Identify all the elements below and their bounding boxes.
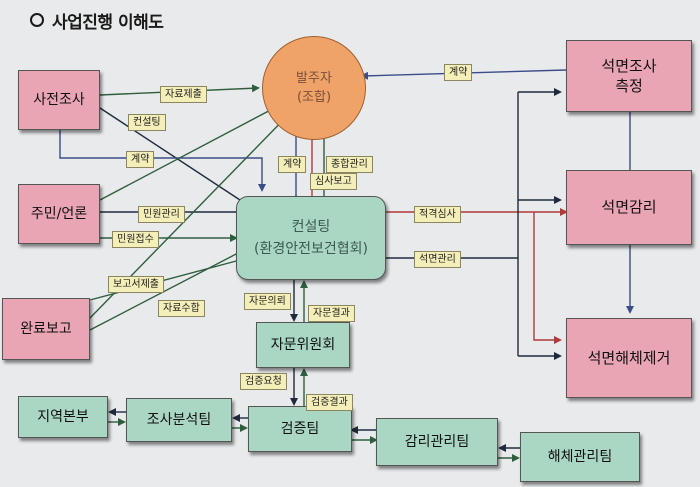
- circle-bullet-icon: [30, 13, 44, 27]
- label-consulting: 컨설팅: [128, 114, 166, 131]
- page-title-text: 사업진행 이해도: [52, 13, 164, 33]
- advisory-committee-node[interactable]: 자문위원회: [256, 322, 350, 368]
- label-civil-receipt: 민원접수: [112, 231, 159, 248]
- client-label: 발주자: [296, 70, 332, 86]
- label-verify-request: 검증요청: [240, 373, 287, 390]
- label-review-report: 심사보고: [310, 173, 357, 190]
- label-asbestos-mgmt: 석면관리: [414, 251, 461, 268]
- label-advice-request: 자문의뢰: [244, 293, 291, 310]
- asbestos-supervision-node[interactable]: 석면감리: [566, 170, 692, 245]
- label-contract-mid: 계약: [278, 156, 307, 173]
- client-node[interactable]: 발주자 (조합): [262, 36, 366, 140]
- label-eligibility-review: 적격심사: [414, 206, 461, 223]
- supervision-mgmt-team-node[interactable]: 감리관리팀: [376, 418, 498, 466]
- label-data-submit: 자료제출: [160, 86, 207, 103]
- label-civil-mgmt: 민원관리: [138, 206, 185, 223]
- label-advice-result: 자문결과: [308, 305, 355, 322]
- analysis-team-node[interactable]: 조사분석팀: [126, 398, 232, 442]
- client-sublabel: (조합): [296, 90, 332, 105]
- consulting-sublabel: (환경안전보건협회): [254, 241, 368, 257]
- label-data-collect: 자료수합: [158, 300, 205, 317]
- completion-report-node[interactable]: 완료보고: [2, 298, 90, 360]
- asbestos-removal-node[interactable]: 석면해체제거: [566, 318, 692, 398]
- asbestos-survey-node[interactable]: 석면조사 측정: [566, 40, 692, 112]
- prior-survey-node[interactable]: 사전조사: [18, 70, 100, 130]
- label-report-submit: 보고서제출: [108, 276, 164, 293]
- demolition-mgmt-team-node[interactable]: 해체관리팀: [520, 432, 640, 482]
- consulting-node[interactable]: 컨설팅 (환경안전보건협회): [236, 196, 386, 280]
- regional-office-node[interactable]: 지역본부: [18, 396, 108, 438]
- consulting-label: 컨설팅: [291, 218, 331, 235]
- verification-team-node[interactable]: 검증팀: [248, 406, 352, 452]
- label-contract-left: 계약: [126, 151, 155, 168]
- label-contract-right: 계약: [444, 64, 473, 81]
- residents-media-node[interactable]: 주민/언론: [18, 184, 100, 244]
- label-overall-mgmt: 종합관리: [326, 156, 373, 173]
- page-title: 사업진행 이해도: [30, 8, 164, 33]
- label-verify-result: 검증결과: [306, 394, 353, 411]
